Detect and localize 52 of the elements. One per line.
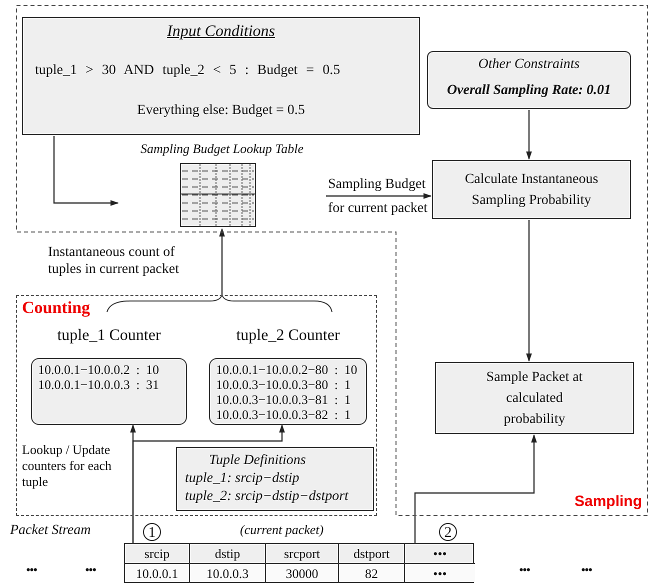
process-text: Sample Packet at calculated probability (485, 368, 584, 428)
definition-text: tuple_1: srcip−dstip (185, 470, 300, 488)
table-cell: ••• (405, 563, 475, 582)
arrow (414, 434, 537, 543)
stream-label: Packet Stream (10, 523, 91, 539)
arrow (526, 110, 532, 160)
table-cell-text: ••• (432, 545, 448, 563)
callout-number: 1 (143, 523, 161, 541)
counter-row-text: 10.0.0.3−10.0.0.3−81 : 1 (216, 392, 352, 407)
box-heading: Tuple Definitions (208, 452, 307, 470)
process-text: Calculate Instantaneous Sampling Probability (464, 170, 600, 210)
edge-label: Sampling Budget for current packet (328, 176, 428, 218)
ellipsis-text: ••• (26, 562, 37, 578)
counter-row-text: 10.0.0.1−10.0.0.2 : 10 (38, 362, 160, 377)
dashed-region (16, 295, 377, 516)
arrow (53, 136, 119, 206)
ellipsis-text: ••• (519, 562, 530, 578)
region-title: Sampling (574, 493, 642, 510)
counter-row-text: 10.0.0.1−10.0.0.3 : 31 (38, 377, 160, 392)
table-heading: Sampling Budget Lookup Table (140, 141, 304, 157)
callout-number: 2 (439, 523, 457, 541)
table-caption: (current packet) (240, 522, 324, 538)
counter-row-text: 10.0.0.3−10.0.0.3−82 : 1 (216, 407, 352, 422)
definition-text: tuple_2: srcip−dstip−dstport (185, 488, 350, 506)
table-cell: 10.0.0.1 (125, 563, 190, 582)
edge-label: Instantaneous count of tuples in current packet (48, 244, 180, 278)
condition-text: Everything else: Budget = 0.5 (137, 103, 305, 119)
dashed-region (16, 5, 648, 516)
counter-heading: tuple_1 Counter (57, 327, 161, 345)
process-box (435, 362, 634, 434)
arrow (526, 220, 532, 362)
arrow (326, 193, 432, 199)
constraint-text: Overall Sampling Rate: 0.01 (446, 83, 612, 99)
table-cell: 10.0.0.3 (190, 563, 266, 582)
ellipsis-text: ••• (85, 562, 96, 578)
box-heading: Input Conditions (167, 23, 275, 41)
condition-text: tuple_1 > 30 AND tuple_2 < 5 : Budget = 0.5 (35, 63, 340, 79)
counter-row-text: 10.0.0.1−10.0.0.2−80 : 10 (216, 362, 358, 377)
conditions-box (22, 17, 420, 135)
process-box (432, 160, 631, 219)
constraints-box (427, 51, 631, 109)
arrow (219, 228, 225, 295)
counter-row-text: 10.0.0.3−10.0.0.3−80 : 1 (216, 377, 352, 392)
definitions-box (176, 447, 374, 511)
table-cell: 82 (339, 563, 405, 582)
box-heading: Other Constraints (478, 57, 580, 73)
note-text: Lookup / Update counters for each tuple (22, 442, 113, 490)
region-title: Counting (22, 298, 90, 318)
table-cell: 30000 (266, 563, 339, 582)
ellipsis-text: ••• (581, 562, 592, 578)
arrow (132, 424, 285, 543)
counter-heading: tuple_2 Counter (236, 327, 340, 345)
